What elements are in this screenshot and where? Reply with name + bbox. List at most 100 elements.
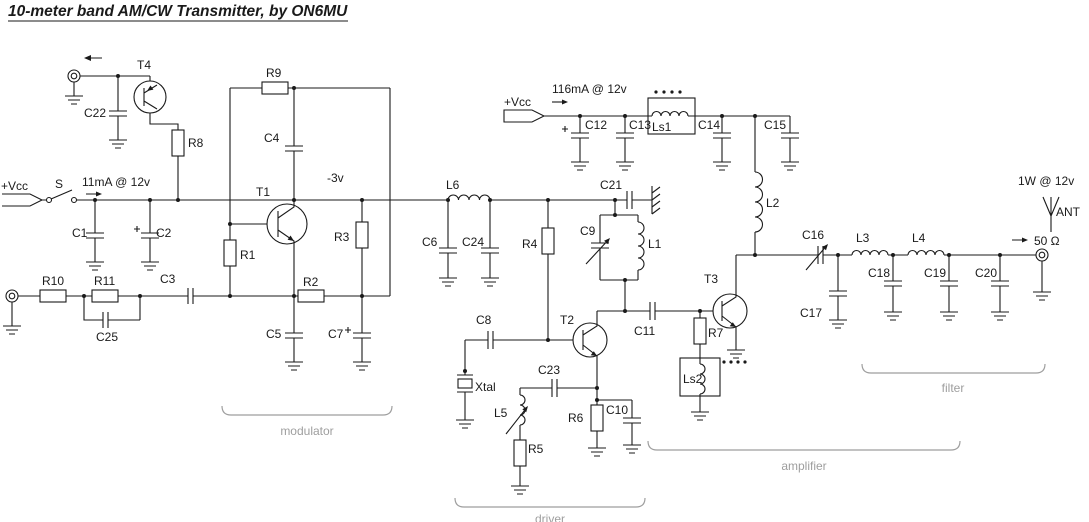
capacitor-c17 [829, 290, 847, 297]
label-c23: C23 [538, 363, 560, 377]
current-arrow-icon [562, 99, 568, 105]
label-c12: C12 [585, 118, 607, 132]
ground-icon [2, 325, 22, 335]
label-r10: R10 [42, 274, 64, 288]
capacitor-c19 [940, 280, 958, 287]
ground-icon [455, 419, 475, 429]
output-filter: L3 L4 C18 C19 C20 1W @ 12v ANT 50 Ω [823, 174, 1081, 321]
ground-icon [570, 161, 590, 171]
resistor-r6 [590, 404, 604, 432]
mic-preamp-stage: T4 C22 R8 [64, 55, 204, 200]
capacitor-c13 [616, 132, 634, 139]
label-r4: R4 [522, 237, 538, 251]
audio-jack [5, 289, 19, 303]
resistor-r8 [171, 129, 185, 157]
vcc-tag-icon [2, 193, 44, 207]
transistor-t3 [712, 255, 748, 350]
transistor-t4 [133, 80, 167, 114]
label-r9: R9 [266, 66, 282, 80]
label-r3: R3 [334, 230, 350, 244]
label-r1: R1 [240, 248, 256, 262]
ground-icon [622, 444, 642, 454]
polarity-plus-icon [345, 327, 351, 333]
switch-contact [70, 196, 78, 204]
label-r11: R11 [94, 274, 115, 288]
capacitor-c11 [649, 302, 656, 320]
capacitor-c23 [551, 379, 558, 397]
adjust-arrow-icon [604, 238, 610, 245]
transistor-t1 [266, 200, 308, 296]
section-label-amplifier: amplifier [781, 459, 826, 473]
capacitor-c20 [991, 280, 1009, 287]
label-r2: R2 [303, 275, 319, 289]
section-label-filter: filter [942, 381, 965, 395]
label-c18: C18 [868, 266, 890, 280]
label-r7: R7 [708, 326, 724, 340]
capacitor-c7 [353, 332, 371, 339]
ls2-core-dots-icon [722, 360, 747, 364]
section-braces: modulator driver amplifier filter [221, 363, 1046, 522]
label-c6: C6 [422, 235, 438, 249]
antenna-jack [1035, 248, 1049, 262]
resistor-r10 [39, 289, 67, 303]
label-c15: C15 [764, 118, 786, 132]
label-r5: R5 [528, 442, 544, 456]
ground-icon [108, 139, 128, 149]
mic-jack [67, 69, 81, 83]
resistor-r2 [297, 289, 325, 303]
capacitor-c1 [86, 232, 104, 239]
modulator-brace [221, 405, 393, 416]
transistor-t2 [572, 311, 608, 400]
capacitor-c24 [481, 247, 499, 254]
title-block: 10-meter band AM/CW Transmitter, by ON6M… [8, 3, 348, 22]
label-l2: L2 [766, 196, 780, 210]
label-antenna: ANT [1056, 205, 1081, 219]
current-arrow-icon [96, 191, 102, 197]
capacitor-c21 [626, 191, 633, 209]
inductor-l6 [447, 194, 491, 201]
modulator-stage: R9 C4 T1 -3v R1 R3 R2 C5 C7 [193, 66, 391, 371]
supply-input: +Vcc S 11mA @ 12v C1 C2 [1, 175, 652, 271]
capacitor-c25 [102, 312, 109, 328]
label-c11: C11 [634, 324, 655, 338]
label-impedance: 50 Ω [1034, 234, 1060, 248]
label-t4: T4 [137, 58, 151, 72]
label-output-power: 1W @ 12v [1018, 174, 1074, 188]
filter-brace [861, 363, 1046, 374]
label-t1: T1 [256, 185, 270, 199]
section-label-driver: driver [535, 512, 565, 522]
ground-icon [64, 95, 84, 105]
inductor-ls1 [651, 110, 689, 117]
capacitor-c14 [713, 132, 731, 139]
ground-icon [352, 361, 372, 371]
label-c9: C9 [580, 224, 596, 238]
capacitor-c22 [109, 110, 127, 117]
ground-icon [780, 161, 800, 171]
label-c17: C17 [800, 306, 822, 320]
amplifier-brace [647, 440, 961, 451]
ground-icon [284, 361, 304, 371]
antenna-icon [1042, 196, 1060, 232]
signal-arrow-right-icon [1022, 237, 1028, 243]
ground-icon [510, 485, 530, 495]
label-c8: C8 [476, 313, 492, 327]
audio-input: R10 R11 C25 C3 [2, 272, 194, 344]
supply-filter: L6 C6 C24 [422, 178, 500, 287]
inductor-l1 [637, 221, 645, 271]
ground-icon [726, 349, 746, 359]
capacitor-c9 [591, 242, 609, 249]
label-c1: C1 [72, 226, 88, 240]
label-c25: C25 [96, 330, 118, 344]
ground-icon [828, 319, 848, 329]
ground-icon [480, 277, 500, 287]
ground-icon [1032, 291, 1052, 301]
label-t2: T2 [560, 313, 574, 327]
crystal-xtal [457, 374, 473, 393]
polarity-plus-icon [562, 126, 568, 132]
label-c4: C4 [264, 131, 280, 145]
ground-icon [883, 311, 903, 321]
ground-icon [690, 411, 710, 421]
driver-brace [454, 497, 646, 508]
